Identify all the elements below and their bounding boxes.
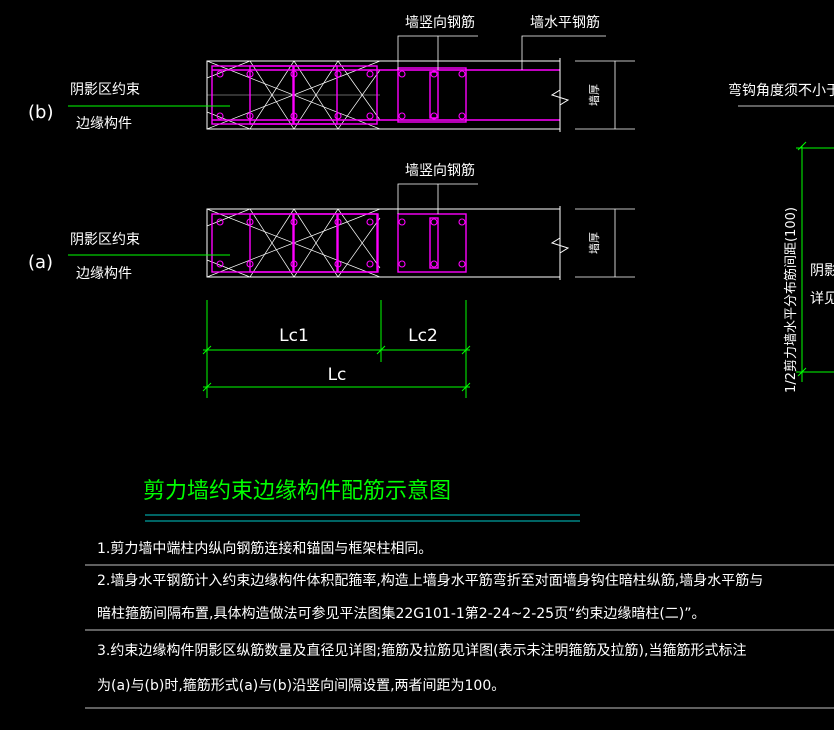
note-line-3: 暗柱箍筋间隔布置,具体构造做法可参见平法图集22G101-1第2-24~2-25… xyxy=(97,605,706,622)
detail-a-break-line xyxy=(550,206,570,280)
note-line-4: 3.约束边缘构件阴影区纵筋数量及直径见详图;箍筋及拉筋见详图(表示未注明箍筋及拉… xyxy=(97,642,746,659)
notes: 1.剪力墙中端柱内纵向钢筋连接和锚固与框架柱相同。 2.墙身水平钢筋计入约束边缘… xyxy=(85,540,834,709)
detail-a-outline xyxy=(206,208,561,278)
note-line-5: 为(a)与(b)时,箍筋形式(a)与(b)沿竖向间隔设置,两者间距为100。 xyxy=(97,677,505,694)
detail-b-shadow-label-1: 阴影区约束 xyxy=(70,82,140,98)
detail-b-shadow-label-2: 边缘构件 xyxy=(76,116,132,132)
detail-a-shadow-hatch xyxy=(206,208,381,278)
detail-b-case-label: (b) xyxy=(28,102,53,123)
detail-b-horizontal-rebar-label: 墙水平钢筋 xyxy=(530,14,600,31)
detail-a-top-leaders xyxy=(397,183,478,214)
lc2-label: Lc2 xyxy=(408,326,438,346)
detail-b-longitudinal-bars xyxy=(216,70,466,120)
detail-b-break-line xyxy=(550,58,570,132)
detail-a-thickness-label: 墙厚 xyxy=(587,232,601,254)
length-dimensions xyxy=(202,300,471,398)
detail-b: 墙厚 墙竖向钢筋 墙水平钢筋 阴影区约束 边缘构件 (b) xyxy=(28,14,635,132)
lc-label: Lc xyxy=(328,365,347,385)
note-line-1: 1.剪力墙中端柱内纵向钢筋连接和锚固与框架柱相同。 xyxy=(97,540,432,557)
drawing-title: 剪力墙约束边缘构件配筋示意图 xyxy=(143,479,451,504)
right-spacing-dim xyxy=(796,141,834,382)
detail-a-shadow-label-1: 阴影区约束 xyxy=(70,232,140,248)
detail-a-vertical-rebar-label: 墙竖向钢筋 xyxy=(405,162,475,179)
detail-b-shadow-hatch xyxy=(206,60,381,130)
right-vertical-note: 1/2剪力墙水平分布筋间距(100) xyxy=(783,207,799,393)
detail-a-shadow-label-2: 边缘构件 xyxy=(76,266,132,282)
detail-a-thickness-dim xyxy=(575,208,635,278)
detail-b-stirrups xyxy=(211,65,560,125)
detail-a-case-label: (a) xyxy=(28,252,53,273)
lc1-label: Lc1 xyxy=(279,326,309,346)
detail-a-longitudinal-bars xyxy=(216,218,466,268)
detail-b-thickness-dim xyxy=(575,60,635,130)
right-cut-text-2: 详见 xyxy=(810,291,834,307)
detail-b-top-leaders xyxy=(397,35,606,70)
detail-b-thickness-label: 墙厚 xyxy=(587,84,601,106)
detail-a: 墙厚 墙竖向钢筋 阴影区约束 边缘构件 (a) xyxy=(28,162,635,282)
detail-b-vertical-rebar-label: 墙竖向钢筋 xyxy=(405,14,475,31)
note-line-2: 2.墙身水平钢筋计入约束边缘构件体积配箍率,构造上墙身水平筋弯折至对面墙身钩住暗… xyxy=(97,572,763,589)
detail-a-stirrups xyxy=(211,213,467,273)
right-cut-text-1: 阴影 xyxy=(810,263,834,279)
